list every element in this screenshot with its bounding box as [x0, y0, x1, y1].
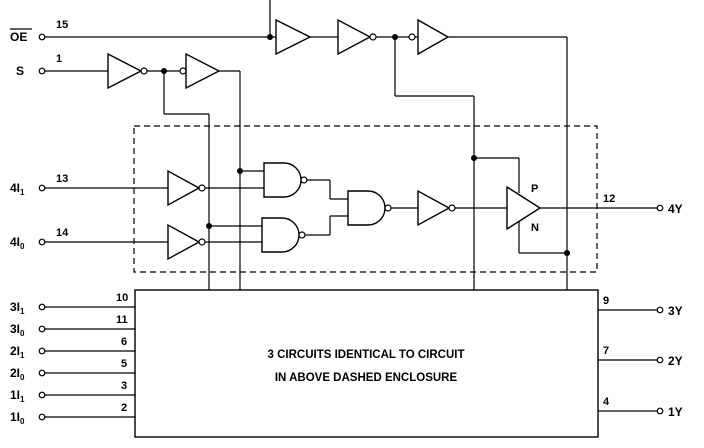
oe-pin-name: OE [10, 30, 27, 44]
block-text-line-1: 3 CIRCUITS IDENTICAL TO CIRCUIT [268, 349, 465, 361]
s-inverter-2 [185, 52, 221, 90]
block-output-row: 9 3Y [598, 295, 683, 318]
identical-circuits-block [134, 289, 599, 438]
s-input-terminal[interactable] [38, 67, 46, 75]
block-input-row: 2I1 6 [10, 336, 135, 360]
nand-gate-2-bubble [298, 231, 306, 239]
4y-output-terminal[interactable] [656, 204, 664, 212]
block-output-row: 4 1Y [598, 396, 683, 419]
output-inverter [417, 189, 451, 227]
oe-buffer-1 [275, 18, 312, 56]
block-input-name: 3I0 [10, 322, 25, 338]
input-4i0: 4I0 14 [10, 223, 262, 261]
s-inverter-1-bubble [140, 67, 148, 75]
tristate-output-buffer [506, 185, 542, 231]
block-input-row: 2I0 5 [10, 358, 135, 382]
block-output-row: 7 2Y [598, 345, 683, 368]
nand-gate-1-bubble [300, 176, 308, 184]
oe-inverter-3-bubble [408, 33, 416, 41]
4i1-inverter [167, 169, 201, 207]
block-output-name: 2Y [668, 354, 683, 368]
nand-gate-1 [263, 162, 302, 198]
dashed-enclosure [133, 125, 598, 273]
4i1-inverter-bubble [198, 184, 206, 192]
s-pin-number: 1 [56, 53, 62, 65]
block-input-pin: 5 [121, 358, 127, 370]
input-4i1: 4I1 13 [10, 169, 264, 207]
block-input-terminal[interactable] [38, 347, 46, 355]
4i0-inverter-bubble [198, 238, 206, 246]
block-input-terminal[interactable] [38, 325, 46, 333]
s-inverter-2-bubble [179, 67, 187, 75]
nand-gate-2 [261, 217, 300, 253]
4y-pin-number: 12 [603, 193, 615, 205]
nand-gate-3 [347, 190, 386, 226]
4i1-pin-name: 4I1 [10, 181, 25, 197]
s-inverter-1 [107, 52, 143, 90]
4i1-input-terminal[interactable] [38, 184, 46, 192]
block-input-name: 2I1 [10, 344, 25, 360]
block-input-row: 3I0 11 [10, 314, 135, 338]
block-text-line-2: IN ABOVE DASHED ENCLOSURE [275, 372, 458, 384]
block-input-pin: 10 [116, 292, 128, 304]
block-output-name: 1Y [668, 405, 683, 419]
oe-inverter-2-bubble [369, 33, 377, 41]
block-input-row: 1I1 3 [10, 380, 135, 404]
4i1-pin-number: 13 [56, 173, 68, 185]
block-output-name: 3Y [668, 304, 683, 318]
block-output-terminal[interactable] [656, 407, 664, 415]
oe-inverter-2 [337, 18, 372, 56]
block-output-pin: 4 [603, 396, 610, 408]
block-input-name: 3I1 [10, 300, 25, 316]
block-output-pin: 9 [603, 295, 609, 307]
block-input-terminal[interactable] [38, 369, 46, 377]
4i0-inverter [167, 223, 201, 261]
4y-pin-name: 4Y [668, 202, 683, 216]
s-pin-name: S [16, 64, 24, 78]
oe-inverter-3 [417, 18, 450, 56]
block-input-name: 1I1 [10, 388, 25, 404]
block-input-terminal[interactable] [38, 391, 46, 399]
block-input-pin: 3 [121, 380, 127, 392]
buffer-n-label: N [531, 222, 539, 234]
block-input-terminal[interactable] [38, 413, 46, 421]
4i0-pin-number: 14 [56, 227, 69, 239]
nand-gate-3-bubble [384, 204, 392, 212]
block-output-terminal[interactable] [656, 356, 664, 364]
4i0-input-terminal[interactable] [38, 238, 46, 246]
4i0-pin-name: 4I0 [10, 235, 25, 251]
block-output-terminal[interactable] [656, 306, 664, 314]
block-output-pin: 7 [603, 345, 609, 357]
buffer-p-label: P [531, 183, 538, 195]
select-chain: S 1 [16, 52, 241, 290]
block-input-pin: 6 [121, 336, 127, 348]
output-inverter-bubble [448, 204, 456, 212]
block-input-row: 1I0 2 [10, 402, 135, 426]
block-input-pin: 2 [121, 402, 127, 414]
block-input-name: 2I0 [10, 366, 25, 382]
block-input-terminal[interactable] [38, 303, 46, 311]
block-input-row: 3I1 10 [10, 292, 135, 316]
oe-pin-number: 15 [56, 19, 68, 31]
block-input-pin: 11 [116, 314, 128, 326]
block-input-name: 1I0 [10, 410, 25, 426]
oe-enable-chain: OE 15 [10, 0, 570, 290]
oe-input-terminal[interactable] [38, 33, 46, 41]
